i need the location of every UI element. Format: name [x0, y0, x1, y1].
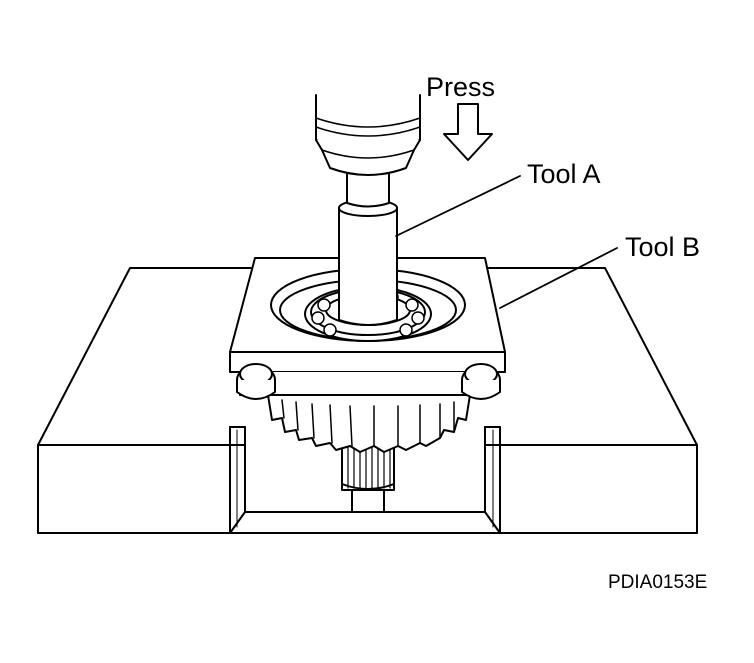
tool-a-label: Tool A — [527, 159, 601, 189]
tool-b-label: Tool B — [625, 232, 701, 262]
figure-code: PDIA0153E — [608, 572, 708, 593]
tool-a-driver — [338, 171, 398, 326]
tool-a-leader — [395, 175, 521, 237]
press-arrow-icon — [443, 103, 493, 161]
left-bolt — [236, 363, 276, 400]
gear — [267, 394, 471, 453]
press-ram — [315, 94, 421, 176]
tool-b-leader — [499, 247, 618, 309]
press-label: Press — [426, 72, 496, 102]
right-bolt — [461, 363, 501, 400]
